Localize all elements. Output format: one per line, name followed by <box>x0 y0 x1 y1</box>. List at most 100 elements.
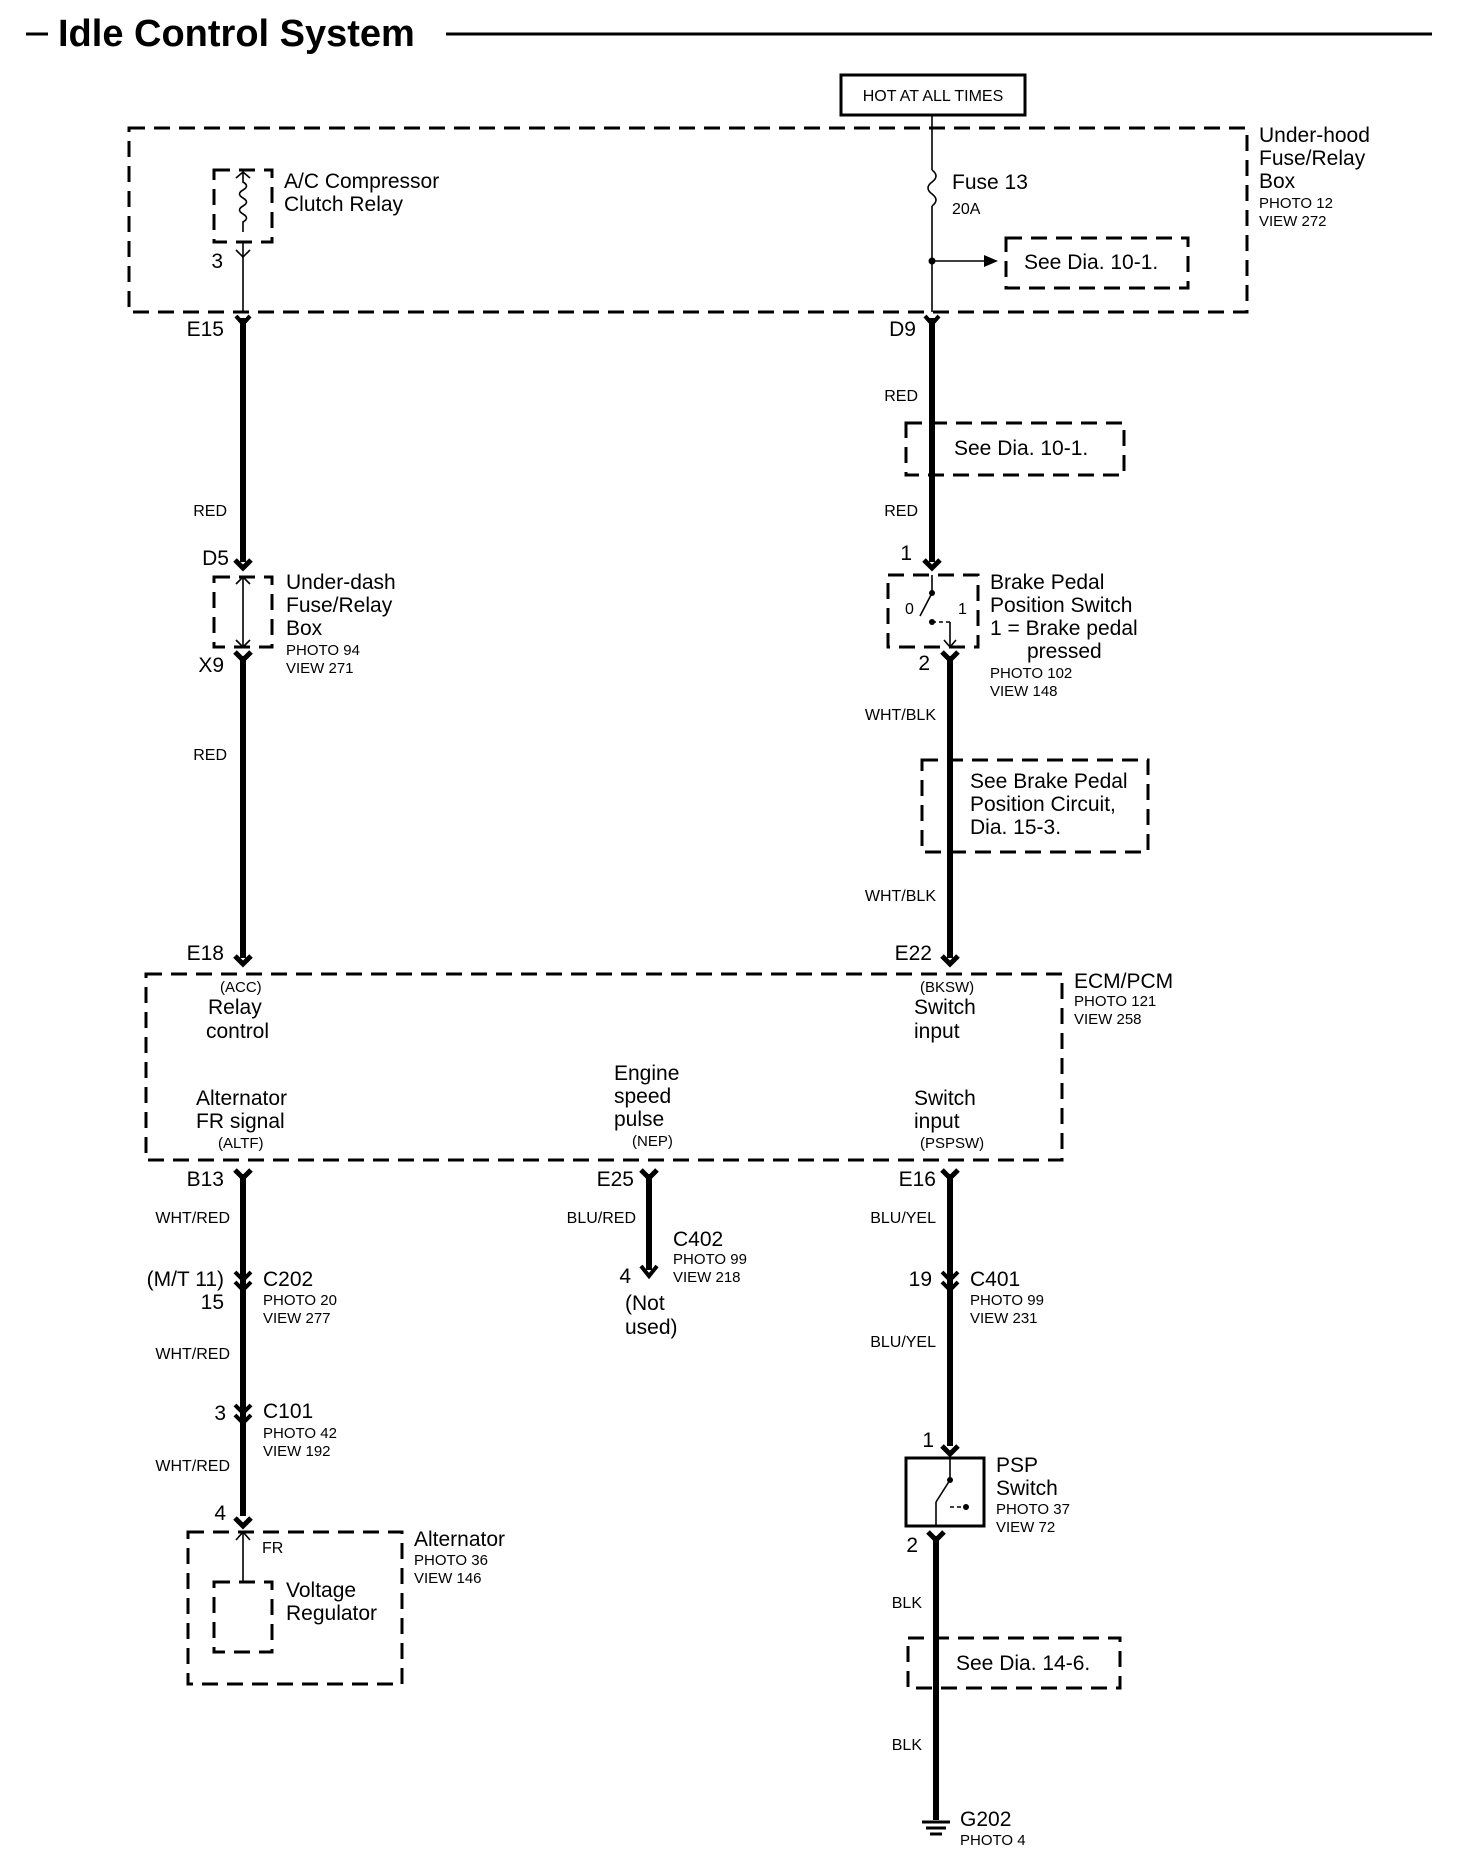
wire-color-psp-4: BLK <box>892 1737 923 1754</box>
psp-pin-2: 2 <box>906 1534 918 1557</box>
wire-color-right-4: WHT/BLK <box>865 888 936 905</box>
regulator-label-1: Voltage <box>286 1579 356 1602</box>
c202-pin-mt: (M/T 11) <box>147 1268 224 1291</box>
underhood-name-2: Fuse/Relay <box>1259 147 1366 170</box>
ecm-altf-label-1: Alternator <box>196 1087 287 1110</box>
c401-label: C401 <box>970 1268 1020 1291</box>
c402-pin: 4 <box>619 1265 631 1288</box>
brake-switch-view: VIEW 148 <box>990 683 1058 700</box>
ecm-psp-label-1: Switch <box>914 1087 976 1110</box>
c401-pin: 19 <box>909 1268 932 1291</box>
ecm-altf-code: (ALTF) <box>218 1135 264 1152</box>
underdash-label-1: Under-dash <box>286 571 396 594</box>
c202-view: VIEW 277 <box>263 1310 331 1327</box>
ecm-name: ECM/PCM <box>1074 970 1173 993</box>
connector-c401-icon <box>940 1270 960 1293</box>
pin-e25: E25 <box>597 1168 634 1191</box>
fuse-rating: 20A <box>952 201 981 218</box>
ecm-acc-label-1: Relay <box>208 996 262 1019</box>
wire-color-left-1: RED <box>193 503 227 520</box>
wire-color-right-1: RED <box>884 388 918 405</box>
wire-color-right-2: RED <box>884 503 918 520</box>
alternator-name: Alternator <box>414 1528 505 1551</box>
see-ref-box-3 <box>920 758 1150 854</box>
psp-switch-view: VIEW 72 <box>996 1519 1055 1536</box>
c401-photo: PHOTO 99 <box>970 1292 1044 1309</box>
connector-c402-icon <box>639 1264 659 1280</box>
wire-color-alt-3: WHT/RED <box>155 1458 230 1475</box>
underhood-photo: PHOTO 12 <box>1259 195 1333 212</box>
arrow-right-icon <box>984 255 998 267</box>
brake-pos-0: 0 <box>905 601 914 618</box>
wire-color-psp-2: BLU/YEL <box>870 1334 936 1351</box>
c402-view: VIEW 218 <box>673 1269 741 1286</box>
underhood-view: VIEW 272 <box>1259 213 1327 230</box>
ecm-photo: PHOTO 121 <box>1074 993 1156 1010</box>
ecm-box-outline <box>144 972 1064 1162</box>
ecm-view: VIEW 258 <box>1074 1011 1142 1028</box>
c202-label: C202 <box>263 1268 313 1291</box>
hot-label: HOT AT ALL TIMES <box>863 88 1004 105</box>
brake-switch-label-3: 1 = Brake pedal <box>990 617 1138 640</box>
ecm-bksw-label-2: input <box>914 1020 960 1043</box>
fuse-icon <box>927 169 937 207</box>
ecm-acc-label-2: control <box>206 1020 269 1043</box>
voltage-regulator-outline <box>212 1580 274 1654</box>
ecm-acc-code: (ACC) <box>220 979 262 996</box>
fuse-name: Fuse 13 <box>952 171 1028 194</box>
ecm-psp-code: (PSPSW) <box>920 1135 984 1152</box>
ecm-bksw-label-1: Switch <box>914 996 976 1019</box>
pin-e22: E22 <box>895 942 932 965</box>
wire-color-left-2: RED <box>193 747 227 764</box>
wire-color-nep: BLU/RED <box>567 1210 636 1227</box>
see-ref-box-1 <box>1004 236 1190 290</box>
nep-note-2: used) <box>625 1316 678 1339</box>
underdash-view: VIEW 271 <box>286 660 354 677</box>
c101-photo: PHOTO 42 <box>263 1425 337 1442</box>
brake-pin-1: 1 <box>900 542 912 565</box>
ground-icon <box>922 1820 950 1836</box>
see-ref-1: See Dia. 10-1. <box>1024 251 1158 274</box>
wire-color-psp-3: BLK <box>892 1595 923 1612</box>
psp-switch-box <box>904 1456 986 1528</box>
psp-switch-label-2: Switch <box>996 1477 1058 1500</box>
alt-pin: 4 <box>214 1502 226 1525</box>
wire-color-alt-2: WHT/RED <box>155 1346 230 1363</box>
fr-arrow-icon <box>235 1530 251 1541</box>
ecm-nep-label-2: speed <box>614 1085 671 1108</box>
pin-d9: D9 <box>889 318 916 341</box>
see-brake-3: Dia. 15-3. <box>970 816 1061 839</box>
underhood-name-3: Box <box>1259 170 1296 193</box>
connector-c101-icon <box>233 1403 253 1426</box>
c101-view: VIEW 192 <box>263 1443 331 1460</box>
underdash-label-3: Box <box>286 617 323 640</box>
psp-switch-label-1: PSP <box>996 1454 1038 1477</box>
c401-view: VIEW 231 <box>970 1310 1038 1327</box>
psp-switch-photo: PHOTO 37 <box>996 1501 1070 1518</box>
pin-e16: E16 <box>899 1168 936 1191</box>
alternator-photo: PHOTO 36 <box>414 1552 488 1569</box>
see-brake-1: See Brake Pedal <box>970 770 1128 793</box>
ac-relay-coil-icon <box>238 172 248 232</box>
nep-note-1: (Not <box>625 1292 665 1315</box>
c101-label: C101 <box>263 1400 313 1423</box>
alternator-box-outline <box>186 1530 404 1686</box>
pin-e15: E15 <box>187 318 224 341</box>
psp-pin-1: 1 <box>922 1429 934 1452</box>
connector-c202-icon <box>233 1270 253 1293</box>
ecm-nep-label-1: Engine <box>614 1062 679 1085</box>
regulator-label-2: Regulator <box>286 1602 377 1625</box>
see-brake-2: Position Circuit, <box>970 793 1116 816</box>
brake-switch-label-4: pressed <box>1027 640 1102 663</box>
ecm-psp-label-2: input <box>914 1110 960 1133</box>
c101-pin: 3 <box>214 1402 226 1425</box>
ecm-bksw-code: (BKSW) <box>920 979 974 996</box>
ac-relay-label-1: A/C Compressor <box>284 170 439 193</box>
wire-color-alt-1: WHT/RED <box>155 1210 230 1227</box>
ground-label: G202 <box>960 1808 1011 1831</box>
brake-switch-outline <box>886 573 980 649</box>
brake-switch-label-1: Brake Pedal <box>990 571 1104 594</box>
see-ref-box-2 <box>904 421 1126 477</box>
